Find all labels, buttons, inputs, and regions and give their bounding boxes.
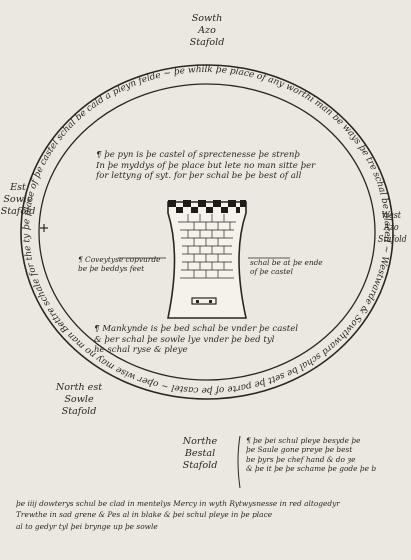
north-scaffold-label: Northe Bestal Stafold: [182, 436, 218, 471]
side-notes: ¶ þe þei schul pleye besyde þe þe Saule …: [246, 436, 377, 473]
outer-ring-line: [20, 64, 394, 400]
bottom-inner-text: ¶ Mankynde is þe bed schal be vnder þe c…: [94, 324, 299, 356]
castle-left-label: ¶ Coveytyse copvurde be þe beddys feet: [78, 255, 161, 274]
footer-text: þe iiij dowterys schul be clad in mentel…: [16, 499, 340, 531]
west-scaffold-label: West Azo Stafold: [378, 210, 407, 245]
notes-bracket: [237, 435, 241, 489]
castle-brickwork: [178, 214, 236, 279]
east-scaffold-label: Est Sowle Stafold: [0, 182, 36, 217]
castle-right-label: schal be at þe ende of þe castel: [250, 258, 323, 277]
northeast-scaffold-label: North est Sowle Stafold: [55, 382, 103, 417]
inner-ring-line: [38, 83, 376, 381]
castle-tower: [167, 200, 247, 319]
castle-battlements: [168, 200, 246, 213]
top-inner-text: ¶ þe pyn is þe castel of sprectenesse þe…: [96, 150, 316, 182]
south-scaffold-label: Sowth Azo Stafold: [189, 13, 225, 48]
castle-bed: [191, 297, 217, 305]
